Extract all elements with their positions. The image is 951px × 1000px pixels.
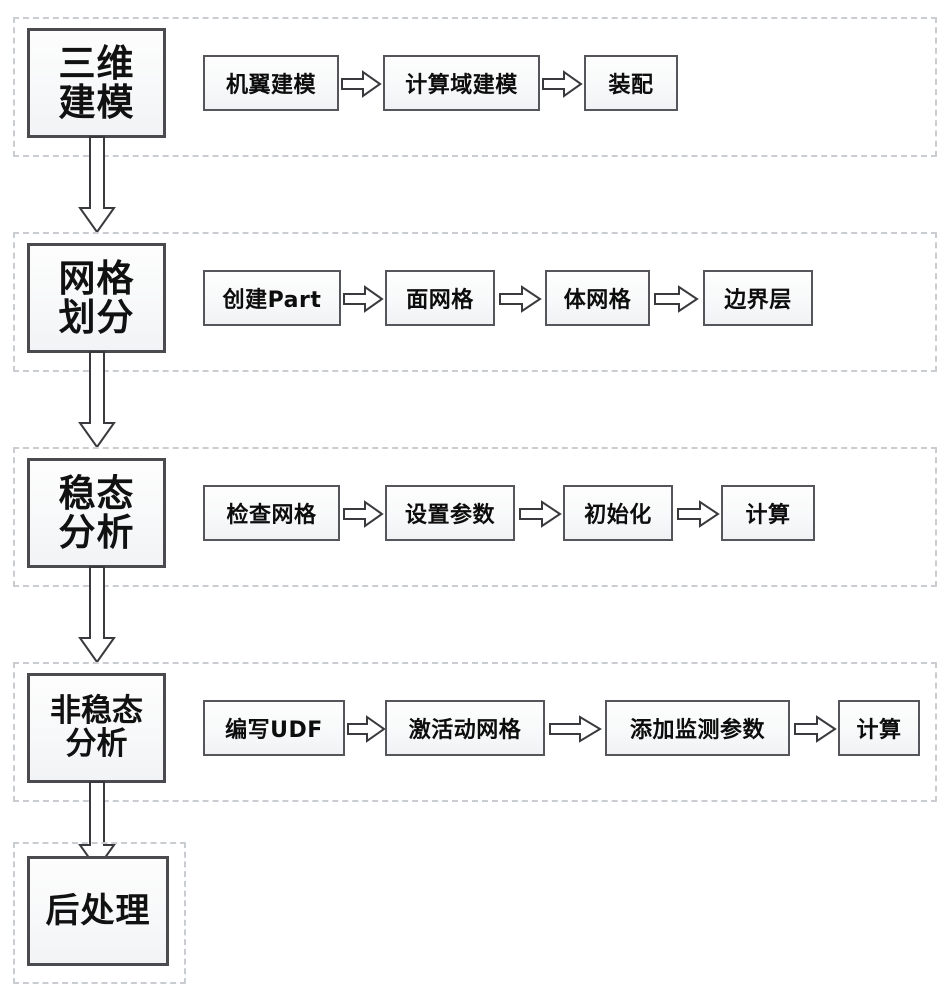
step-wing-modeling[interactable]: 机翼建模: [203, 55, 339, 111]
step-check-mesh[interactable]: 检查网格: [203, 485, 340, 541]
step-label: 检查网格: [226, 503, 317, 528]
step-compute-steady[interactable]: 计算: [721, 485, 815, 541]
arrow-right-block-icon: [343, 500, 384, 528]
step-domain-modeling[interactable]: 计算域建模: [383, 55, 540, 111]
arrow-right-block-icon: [343, 285, 384, 313]
stage-container-unsteady-analysis: [13, 662, 937, 802]
step-label: 装配: [608, 73, 654, 98]
stage-label-text: 网格 划分: [58, 256, 135, 339]
step-set-parameters[interactable]: 设置参数: [385, 485, 515, 541]
step-label: 计算域建模: [405, 73, 518, 98]
arrow-down-block-icon: [77, 566, 117, 664]
stage-label-post-processing[interactable]: 后处理: [27, 856, 169, 966]
arrow-down-block-icon: [77, 136, 117, 234]
stage-label-text: 稳态 分析: [58, 471, 135, 554]
step-label: 体网格: [563, 288, 632, 313]
arrow-right-block-icon: [499, 285, 542, 313]
arrow-right-block-icon: [542, 70, 583, 98]
step-label: 机翼建模: [225, 73, 316, 98]
step-label: 计算: [745, 503, 791, 528]
stage-label-text: 三维 建模: [58, 41, 135, 124]
step-add-monitor-parameters[interactable]: 添加监测参数: [605, 700, 790, 756]
stage-container-post-processing: [13, 842, 186, 984]
arrow-right-block-icon: [341, 70, 382, 98]
step-label: 激活动网格: [408, 718, 522, 743]
stage-container-3d-modeling: [13, 17, 937, 157]
arrow-right-block-icon: [347, 715, 386, 743]
step-label: 编写UDF: [225, 718, 323, 743]
arrow-down-block-icon: [77, 351, 117, 449]
step-label: 计算: [856, 718, 902, 743]
step-create-part[interactable]: 创建Part: [203, 270, 341, 326]
stage-label-unsteady-analysis[interactable]: 非稳态 分析: [27, 673, 166, 783]
stage-container-meshing: [13, 232, 937, 372]
stage-label-meshing[interactable]: 网格 划分: [27, 243, 166, 353]
step-assembly[interactable]: 装配: [584, 55, 678, 111]
step-label: 初始化: [584, 503, 652, 528]
stage-label-text: 非稳态 分析: [50, 693, 143, 762]
stage-label-3d-modeling[interactable]: 三维 建模: [27, 28, 166, 138]
arrow-right-block-icon: [519, 500, 562, 528]
step-volume-mesh[interactable]: 体网格: [545, 270, 650, 326]
arrow-right-block-icon: [549, 715, 602, 743]
step-surface-mesh[interactable]: 面网格: [385, 270, 495, 326]
step-boundary-layer[interactable]: 边界层: [703, 270, 813, 326]
step-label: 边界层: [724, 288, 792, 313]
step-label: 创建Part: [222, 288, 322, 313]
stage-container-steady-analysis: [13, 447, 937, 587]
stage-label-steady-analysis[interactable]: 稳态 分析: [27, 458, 166, 568]
arrow-right-block-icon: [654, 285, 699, 313]
step-label: 设置参数: [404, 503, 495, 528]
step-compute-unsteady[interactable]: 计算: [838, 700, 920, 756]
step-activate-dynamic-mesh[interactable]: 激活动网格: [385, 700, 545, 756]
step-label: 面网格: [406, 288, 474, 313]
arrow-right-block-icon: [794, 715, 837, 743]
step-write-udf[interactable]: 编写UDF: [203, 700, 345, 756]
step-initialize[interactable]: 初始化: [563, 485, 673, 541]
arrow-right-block-icon: [677, 500, 720, 528]
stage-label-text: 后处理: [45, 890, 151, 931]
step-label: 添加监测参数: [629, 718, 765, 743]
